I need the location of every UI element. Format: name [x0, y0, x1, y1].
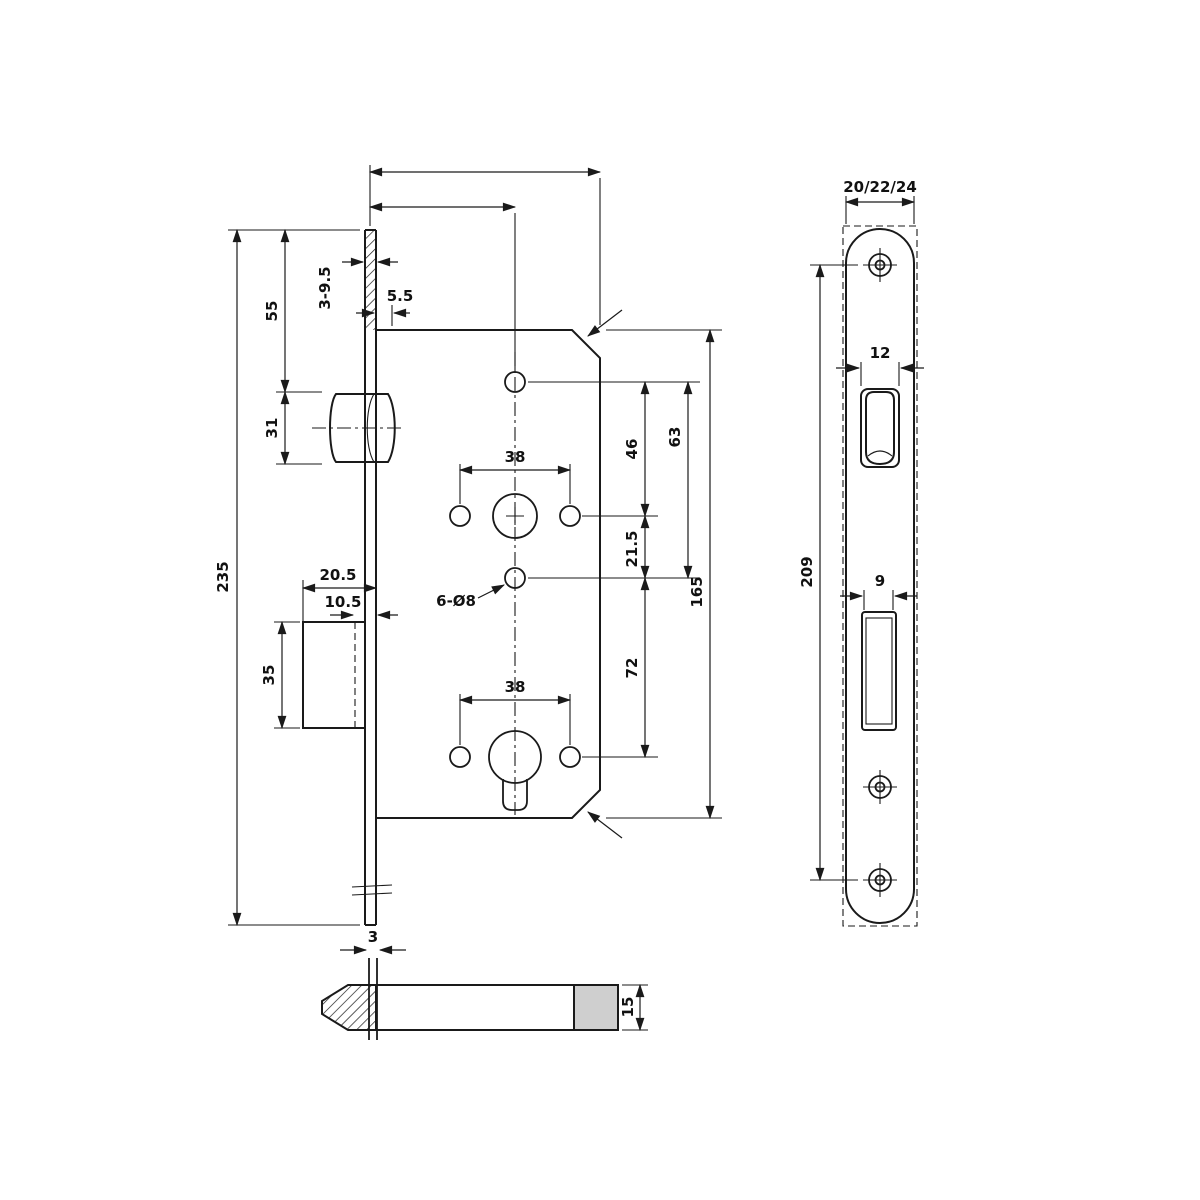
- dim-label-46: 46: [623, 439, 641, 460]
- dim-38-bottom: 38: [458, 678, 572, 745]
- latch-bolt-side: [312, 393, 404, 463]
- dim-209: 209: [798, 263, 858, 882]
- front-view: 20/22/24: [798, 178, 924, 927]
- screw-hole-middle: [863, 770, 897, 804]
- fixing-hole-top: [504, 371, 526, 393]
- faceplate-hatch: [365, 230, 376, 330]
- dim-top-lines: [368, 165, 602, 370]
- dim-label-12: 12: [870, 344, 891, 362]
- euro-cylinder-hole: [449, 730, 581, 811]
- dim-3: 3: [340, 928, 406, 955]
- dim-label-38-bottom: 38: [505, 678, 526, 696]
- dim-extension-lines-right: [528, 329, 722, 819]
- dim-label-6-d8: 6-Ø8: [436, 592, 476, 610]
- bottom-view: 3 15: [321, 928, 648, 1040]
- chamfer-leader-top: [587, 309, 623, 337]
- handle-screw-hole-left: [449, 505, 471, 527]
- dim-label-63: 63: [666, 427, 684, 448]
- dim-31: 31: [263, 390, 322, 466]
- dim-235: 235: [214, 228, 360, 927]
- dim-label-20-5: 20.5: [319, 566, 356, 584]
- fixing-hole-middle: [504, 567, 526, 589]
- dim-165: 165: [688, 328, 715, 820]
- dim-9: 9: [840, 572, 917, 610]
- dim-55: 55: [263, 228, 322, 394]
- dim-63: 63: [666, 380, 693, 580]
- side-view: 235 55 31 3-9.5 5.5 20.5: [214, 165, 722, 927]
- latch-head-section: [321, 984, 377, 1031]
- break-mark: [351, 892, 393, 896]
- latch-cutout: [860, 388, 900, 468]
- dim-12: 12: [836, 344, 924, 386]
- dim-label-38-top: 38: [505, 448, 526, 466]
- dim-72: 72: [623, 576, 650, 759]
- dim-label-9: 9: [875, 572, 885, 590]
- dim-15: 15: [619, 983, 648, 1032]
- dim-10-5: 10.5: [324, 593, 398, 620]
- dim-label-31: 31: [263, 418, 281, 439]
- dim-label-165: 165: [688, 576, 706, 607]
- dim-21-5: 21.5: [623, 514, 650, 580]
- dim-label-72: 72: [623, 658, 641, 679]
- dim-label-235: 235: [214, 561, 232, 592]
- chamfer-leader-bottom: [587, 811, 623, 839]
- cylinder-screw-hole-left: [449, 746, 471, 768]
- dim-label-55: 55: [263, 301, 281, 322]
- faceplate-front-outline: [845, 228, 915, 924]
- bar-end-shaded: [573, 984, 619, 1031]
- hole-callout: 6-Ø8: [436, 584, 505, 610]
- dim-label-21-5: 21.5: [623, 530, 641, 567]
- faceplate-side: [351, 229, 393, 926]
- dim-label-35: 35: [260, 665, 278, 686]
- deadbolt-front: [865, 617, 893, 725]
- latch-bar: [376, 984, 619, 1031]
- dim-label-3: 3: [368, 928, 378, 946]
- faceplate-width-option-outline: [842, 225, 918, 927]
- dim-3-9-5: 3-9.5: [316, 257, 398, 310]
- dim-label-width-options: 20/22/24: [843, 178, 917, 196]
- deadbolt-side: [302, 621, 366, 729]
- deadbolt-cutout: [861, 611, 897, 731]
- cylinder-screw-hole-right: [559, 746, 581, 768]
- follower-hub: [449, 493, 581, 539]
- lock-case-outline: [376, 329, 601, 819]
- dim-label-3-9-5: 3-9.5: [316, 266, 334, 309]
- faceplate-section-lines: [368, 958, 378, 1040]
- dim-label-15: 15: [619, 997, 637, 1018]
- dim-38-top: 38: [458, 448, 572, 504]
- dim-20-5: 20.5: [301, 566, 378, 626]
- dim-5-5: 5.5: [356, 287, 413, 326]
- screw-hole-top: [863, 248, 897, 282]
- latch-bolt-front: [865, 391, 895, 466]
- handle-screw-hole-right: [559, 505, 581, 527]
- dim-label-209: 209: [798, 556, 816, 587]
- dim-label-10-5: 10.5: [324, 593, 361, 611]
- screw-hole-bottom: [863, 863, 897, 897]
- break-mark: [351, 884, 393, 888]
- dim-46: 46: [623, 380, 650, 518]
- dim-width-options: 20/22/24: [843, 178, 917, 224]
- dim-35: 35: [260, 620, 300, 730]
- dim-label-5-5: 5.5: [387, 287, 414, 305]
